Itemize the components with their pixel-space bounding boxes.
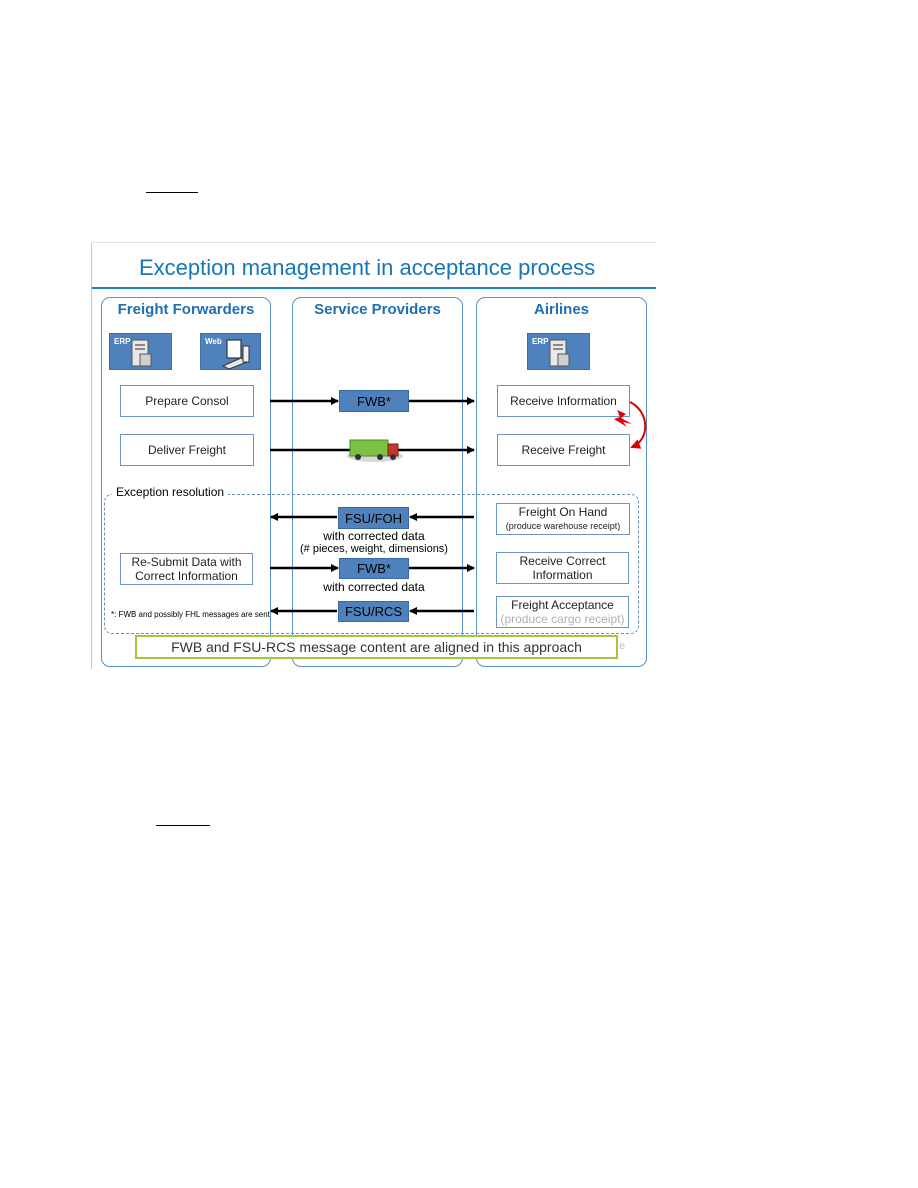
banner-tail-text: e (619, 640, 626, 652)
resubmit-data-box: Re-Submit Data with Correct Information (120, 553, 253, 585)
figure-border (91, 242, 92, 669)
server-icon (549, 339, 570, 367)
ff-erp-server-icon: ERP (109, 333, 172, 370)
figure-border-top (91, 242, 656, 243)
ff-erp-label: ERP (114, 337, 131, 346)
foh-note-line2: (# pieces, weight, dimensions) (300, 543, 448, 555)
footnote: *: FWB and possibly FHL messages are sen… (111, 610, 270, 619)
truck-icon (347, 439, 403, 462)
document-underline-top (146, 192, 198, 193)
curved-red-arrow (629, 401, 647, 449)
freight-on-hand-box: Freight On Hand (produce warehouse recei… (496, 503, 630, 535)
lane-header-service-providers: Service Providers (314, 301, 441, 318)
exception-resolution-label: Exception resolution (112, 485, 229, 499)
lane-header-freight-forwarders: Freight Forwarders (117, 301, 255, 318)
alignment-banner: FWB and FSU-RCS message content are alig… (135, 635, 618, 659)
freight-on-hand-sublabel: (produce warehouse receipt) (505, 521, 621, 531)
server-icon (131, 339, 152, 367)
receive-correct-line2: Information (532, 568, 593, 582)
airline-erp-server-icon: ERP (527, 333, 590, 370)
exception-resolution-region (104, 494, 639, 634)
lightning-icon (614, 410, 632, 427)
freight-acceptance-box: Freight Acceptance (produce cargo receip… (496, 596, 629, 628)
diagram-title: Exception management in acceptance proce… (139, 255, 596, 280)
freight-on-hand-label: Freight On Hand (518, 505, 608, 519)
computer-icon (221, 339, 250, 370)
receive-correct-line1: Receive Correct (519, 554, 606, 568)
fwb-note: with corrected data (323, 580, 425, 594)
airline-erp-label: ERP (532, 337, 549, 346)
prepare-consol-box: Prepare Consol (120, 385, 254, 417)
document-underline-bottom (156, 825, 210, 826)
resubmit-line2: Correct Information (135, 569, 238, 583)
ff-web-label: Web (205, 337, 222, 346)
title-rule (92, 287, 656, 289)
prepare-consol-label: Prepare Consol (145, 394, 229, 408)
ff-web-computer-icon: Web (200, 333, 261, 370)
fsu-rcs-message: FSU/RCS (338, 601, 409, 622)
receive-correct-information-box: Receive Correct Information (496, 552, 629, 584)
fwb-message-bottom: FWB* (339, 558, 409, 579)
receive-information-box: Receive Information (497, 385, 630, 417)
fwb-message-top: FWB* (339, 390, 409, 412)
freight-acceptance-sublabel: (produce cargo receipt) (500, 612, 625, 626)
foh-note-line1: with corrected data (323, 529, 425, 543)
receive-information-label: Receive Information (510, 394, 617, 408)
deliver-freight-box: Deliver Freight (120, 434, 254, 466)
resubmit-line1: Re-Submit Data with (131, 555, 242, 569)
receive-freight-box: Receive Freight (497, 434, 630, 466)
deliver-freight-label: Deliver Freight (147, 443, 227, 457)
receive-freight-label: Receive Freight (521, 443, 606, 457)
lane-header-airlines: Airlines (533, 301, 590, 318)
fsu-foh-message: FSU/FOH (338, 507, 409, 529)
alignment-banner-text: FWB and FSU-RCS message content are alig… (171, 639, 582, 655)
freight-acceptance-label: Freight Acceptance (511, 598, 614, 612)
